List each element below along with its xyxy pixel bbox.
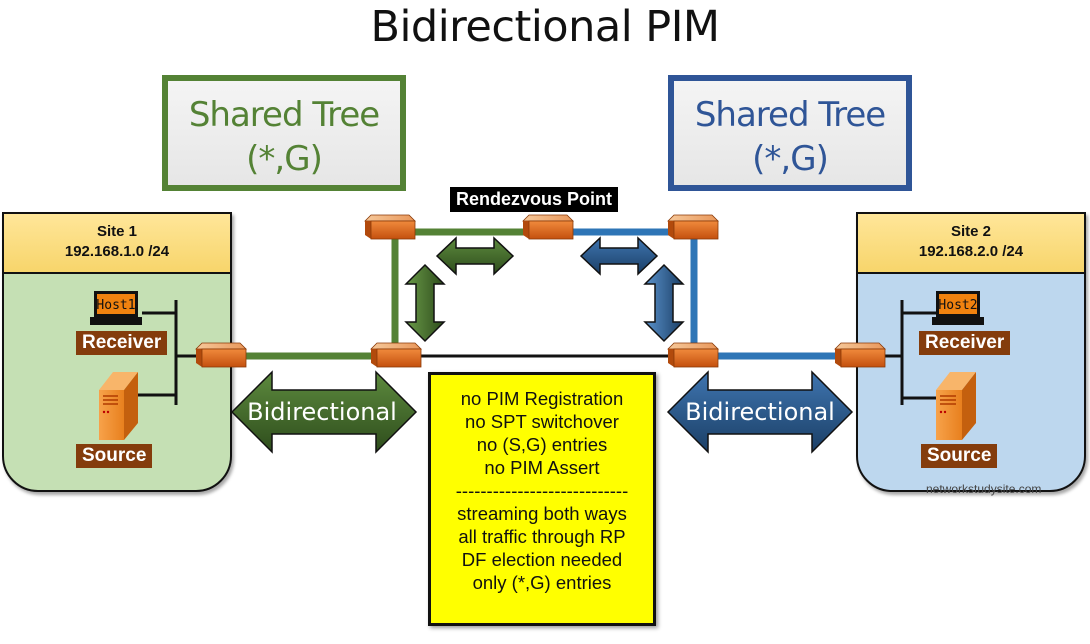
host-2-label: Host2: [938, 298, 977, 313]
router-site-2-edge-icon: [834, 342, 886, 368]
info-line: no (S,G) entries: [476, 434, 608, 455]
host-2-screen: [939, 294, 977, 314]
rendezvous-point-label: Rendezvous Point: [450, 187, 619, 212]
green-vertical-small-arrow: [404, 263, 446, 343]
site-1-name: Site 1: [96, 223, 138, 240]
info-line: no PIM Registration: [460, 388, 624, 409]
links: [138, 228, 936, 405]
info-line: no SPT switchover: [465, 411, 619, 432]
shared-tree-left-line2: (*,G): [246, 139, 323, 179]
shared-tree-right-box: Shared Tree (*,G): [668, 75, 912, 191]
green-horizontal-small-arrow: [435, 236, 515, 276]
site-2-subnet: 192.168.2.0 /24: [918, 243, 1024, 260]
page-title: Bidirectional PIM: [370, 2, 720, 52]
info-line: streaming both ways: [457, 503, 627, 524]
site-1-server-icon: [99, 372, 138, 440]
site-1-receiver-label: Receiver: [76, 331, 168, 355]
router-blue-top-icon: [667, 214, 719, 240]
host-1-label: Host1: [96, 298, 135, 313]
bidirectional-arrow-right: [666, 370, 854, 454]
info-line: DF election needed: [461, 549, 623, 570]
router-green-bottom-icon: [370, 342, 422, 368]
site-1-subnet: 192.168.1.0 /24: [64, 243, 170, 260]
site-2-server-icon: [936, 372, 976, 440]
bidirectional-label-left: Bidirectional: [247, 398, 397, 426]
shared-tree-right-line1: Shared Tree: [694, 95, 886, 135]
site-1-host: Host1: [90, 291, 142, 325]
blue-vertical-small-arrow: [643, 263, 685, 343]
host-1-keyboard: [90, 317, 142, 325]
routers: [195, 214, 886, 368]
host-2-keyboard: [932, 317, 984, 325]
router-blue-bottom-icon: [667, 342, 719, 368]
shared-tree-left-box: Shared Tree (*,G): [162, 75, 406, 191]
shared-tree-right-line2: (*,G): [752, 139, 829, 179]
router-rp-icon: [522, 214, 574, 240]
info-separator: ----------------------------: [455, 480, 629, 501]
host-1-screen: [97, 294, 135, 314]
info-line: no PIM Assert: [484, 457, 600, 478]
blue-horizontal-small-arrow: [579, 236, 659, 276]
site-2-header: Site 2 192.168.2.0 /24: [858, 214, 1084, 274]
watermark: networkstudysite.com: [926, 482, 1042, 496]
bidir-pim-info-box: no PIM Registration no SPT switchover no…: [428, 372, 656, 626]
site-2-host: Host2: [932, 291, 984, 325]
site-2-name: Site 2: [950, 223, 992, 240]
site-2-receiver-label: Receiver: [919, 331, 1011, 355]
info-line: only (*,G) entries: [472, 572, 612, 593]
bidirectional-arrow-left: [230, 370, 418, 454]
site-1-source-label: Source: [76, 444, 153, 468]
router-green-top-icon: [364, 214, 416, 240]
bidirectional-label-right: Bidirectional: [685, 398, 835, 426]
site-1-header: Site 1 192.168.1.0 /24: [4, 214, 230, 274]
info-line: all traffic through RP: [458, 526, 626, 547]
shared-tree-left-line1: Shared Tree: [188, 95, 380, 135]
site-2-source-label: Source: [921, 444, 998, 468]
router-site-1-edge-icon: [195, 342, 247, 368]
